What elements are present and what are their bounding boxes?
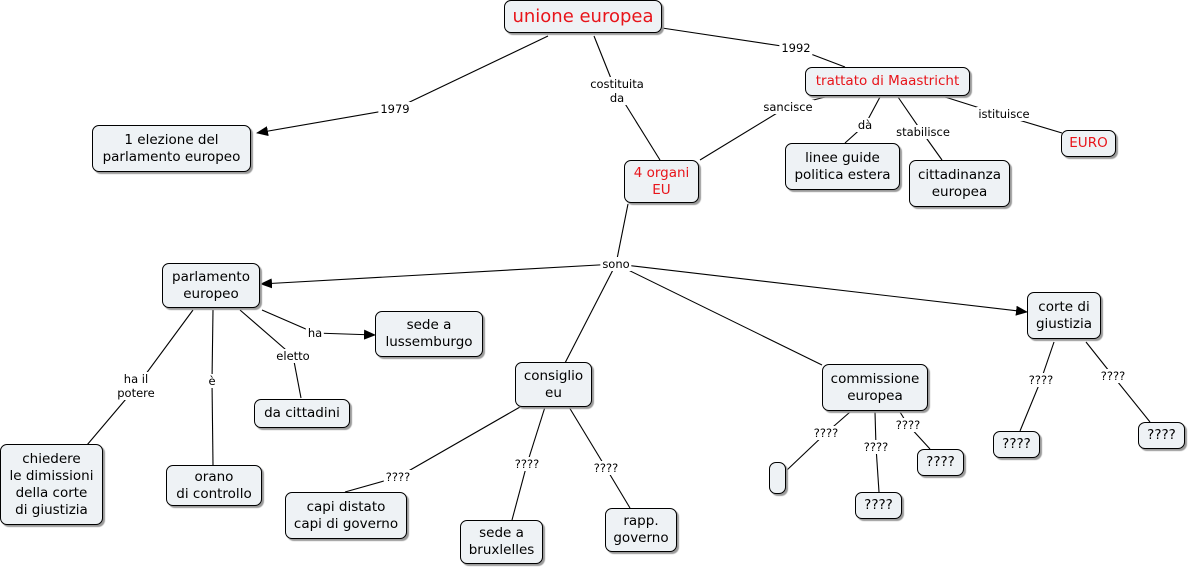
link-label-consiglio-q2[interactable]: ???? — [512, 457, 542, 471]
node-commissione-unknown-1[interactable]: ???? — [855, 492, 902, 519]
node-sede-bruxelles[interactable]: sede a bruxlelles — [460, 520, 543, 564]
link-label-1979[interactable]: 1979 — [378, 102, 412, 116]
link-label-consiglio-q3[interactable]: ???? — [591, 461, 621, 475]
node-commissione-unknown-2[interactable]: ???? — [917, 449, 964, 476]
node-capi-di-stato[interactable]: capi distato capi di governo — [285, 492, 407, 539]
link-label-istituisce[interactable]: istituisce — [976, 107, 1032, 121]
link-label-da[interactable]: dà — [855, 118, 875, 132]
node-orano-di-controllo[interactable]: orano di controllo — [166, 465, 262, 506]
node-corte-di-giustizia[interactable]: corte di giustizia — [1027, 292, 1101, 339]
node-chiedere-dimissioni[interactable]: chiedere le dimissioni della corte di gi… — [0, 444, 103, 525]
node-trattato-maastricht[interactable]: trattato di Maastricht — [805, 67, 970, 96]
link-label-ha[interactable]: ha — [305, 326, 325, 340]
link-label-corte-q1[interactable]: ???? — [1026, 373, 1056, 387]
link-label-eletto[interactable]: eletto — [274, 349, 312, 363]
node-commissione-europea[interactable]: commissione europea — [822, 364, 928, 411]
node-da-cittadini[interactable]: da cittadini — [254, 399, 350, 428]
link-label-stabilisce[interactable]: stabilisce — [894, 125, 952, 139]
node-cittadinanza-europea[interactable]: cittadinanza europea — [909, 160, 1010, 207]
link-label-commissione-q3[interactable]: ???? — [893, 418, 923, 432]
node-4-organi-eu[interactable]: 4 organi EU — [624, 160, 699, 203]
link-label-commissione-q1[interactable]: ???? — [811, 426, 841, 440]
node-consiglio-eu[interactable]: consiglio eu — [515, 362, 592, 407]
node-sede-lussemburgo[interactable]: sede a lussemburgo — [375, 311, 483, 357]
node-elezione-parlamento[interactable]: 1 elezione del parlamento europeo — [92, 125, 251, 172]
link-label-ha-il-potere[interactable]: ha il potere — [115, 372, 157, 400]
node-unione-europea[interactable]: unione europea — [504, 0, 662, 33]
node-commissione-empty[interactable] — [769, 462, 786, 494]
node-corte-unknown-1[interactable]: ???? — [993, 431, 1040, 458]
node-corte-unknown-2[interactable]: ???? — [1138, 422, 1185, 449]
link-label-1992[interactable]: 1992 — [779, 41, 813, 55]
link-label-commissione-q2[interactable]: ???? — [861, 440, 891, 454]
link-label-costituita-da[interactable]: costituita da — [588, 77, 646, 105]
node-linee-guide[interactable]: linee guide politica estera — [785, 143, 900, 190]
node-euro[interactable]: EURO — [1061, 130, 1116, 157]
link-label-corte-q2[interactable]: ???? — [1098, 369, 1128, 383]
node-rapp-governo[interactable]: rapp. governo — [605, 508, 677, 552]
link-label-sancisce[interactable]: sancisce — [761, 100, 815, 114]
link-label-sono[interactable]: sono — [600, 257, 632, 271]
link-label-e[interactable]: è — [206, 374, 218, 388]
node-parlamento-europeo[interactable]: parlamento europeo — [162, 263, 260, 308]
link-label-consiglio-q1[interactable]: ???? — [383, 470, 413, 484]
